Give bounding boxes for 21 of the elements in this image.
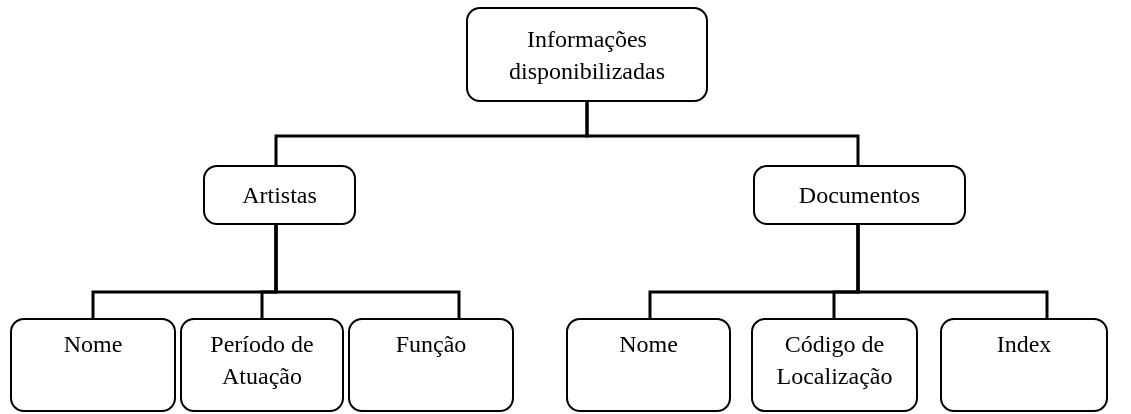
node-label: Código de Localização xyxy=(775,330,894,391)
connector-line xyxy=(856,225,1049,318)
rounded-box xyxy=(203,165,356,225)
rounded-box xyxy=(10,318,176,412)
node-label: Documentos xyxy=(798,181,921,210)
connector-line xyxy=(274,225,461,318)
rounded-box xyxy=(348,318,514,412)
rounded-box xyxy=(466,7,708,102)
rounded-box xyxy=(753,165,966,225)
node-label: Função xyxy=(395,330,467,359)
node-label: Index xyxy=(996,330,1052,359)
node-label: Período de Atuação xyxy=(209,330,315,391)
rounded-box xyxy=(180,318,344,412)
node-label: Nome xyxy=(619,330,678,359)
rounded-box xyxy=(940,318,1108,412)
node-label: Informações disponibilizadas xyxy=(508,24,666,86)
node-label: Artistas xyxy=(242,181,317,210)
node-label: Nome xyxy=(63,330,123,359)
connector-line xyxy=(585,102,860,165)
rounded-box xyxy=(566,318,731,412)
rounded-box xyxy=(751,318,918,412)
